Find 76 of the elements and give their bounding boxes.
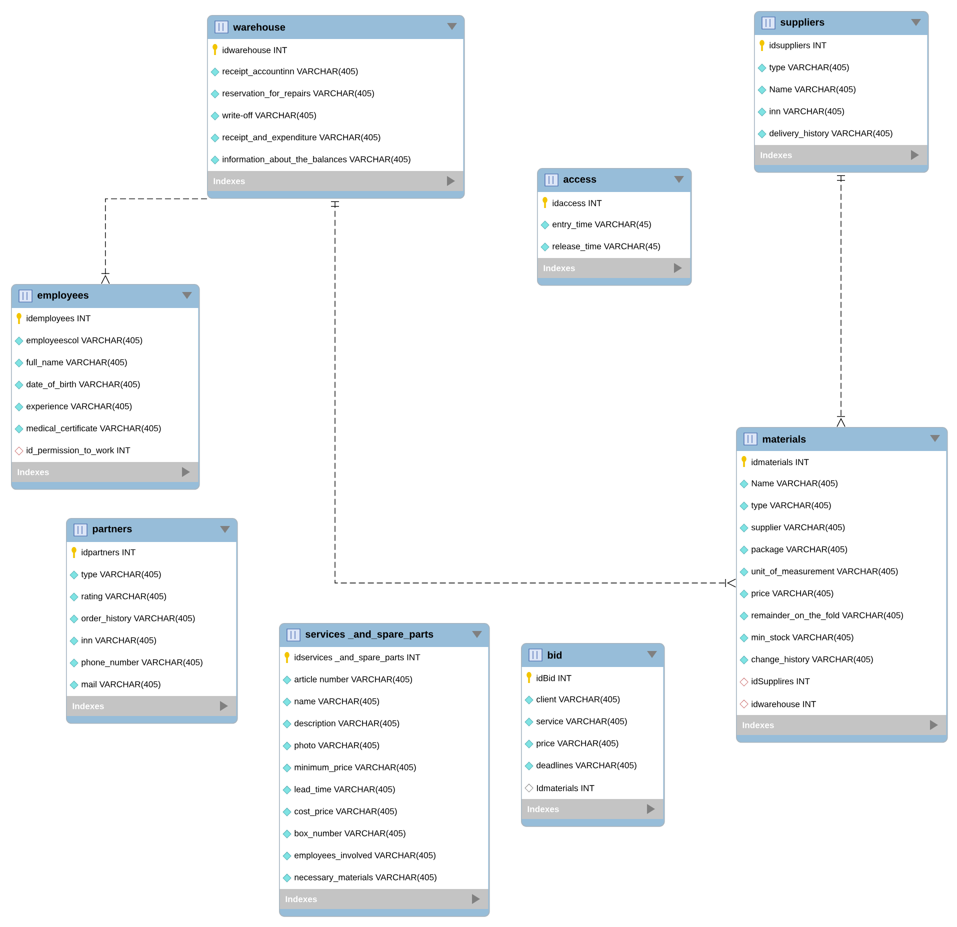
column-row: receipt_and_expenditure VARCHAR(405): [222, 134, 380, 142]
column-row: phone_number VARCHAR(405): [82, 659, 202, 668]
indexes-bar: Indexes: [754, 145, 928, 165]
column-row: package VARCHAR(405): [752, 546, 848, 554]
column-row: type VARCHAR(405): [769, 64, 849, 72]
table-title: access: [564, 177, 596, 183]
table-title: warehouse: [233, 23, 286, 31]
column-row: client VARCHAR(405): [536, 696, 620, 704]
column-row: idSupplires INT: [752, 678, 810, 686]
column-row: min_stock VARCHAR(405): [752, 634, 854, 642]
column-row: lead_time VARCHAR(405): [294, 786, 395, 794]
indexes-bar: Indexes: [12, 462, 198, 482]
column-row: box_number VARCHAR(405): [294, 830, 406, 838]
column-row: name VARCHAR(405): [294, 698, 380, 706]
indexes-bar: Indexes: [538, 258, 690, 278]
column-row: description VARCHAR(405): [294, 720, 400, 728]
relationship-line: [836, 175, 846, 428]
column-row: receipt_accountinn VARCHAR(405): [222, 68, 358, 76]
column-row: type VARCHAR(405): [81, 571, 161, 580]
indexes-bar: Indexes: [66, 696, 236, 716]
table-title: suppliers: [780, 18, 824, 28]
column-row: type VARCHAR(405): [751, 502, 831, 510]
column-row: unit_of_measurement VARCHAR(405): [752, 568, 898, 576]
column-row: deadlines VARCHAR(405): [536, 762, 636, 770]
relationship-line: [330, 201, 736, 588]
column-row: inn VARCHAR(405): [770, 108, 844, 116]
indexes-bar: Indexes: [736, 715, 946, 735]
column-row: idsuppliers INT: [770, 42, 826, 50]
column-row: Name VARCHAR(405): [770, 86, 856, 94]
column-row: employeescol VARCHAR(405): [26, 337, 142, 346]
column-row: price VARCHAR(405): [752, 590, 834, 598]
column-row: order_history VARCHAR(405): [82, 615, 195, 624]
column-row: delivery_history VARCHAR(405): [770, 130, 892, 138]
column-row: cost_price VARCHAR(405): [294, 808, 397, 816]
column-row: entry_time VARCHAR(45): [552, 221, 651, 230]
column-row: idemployees INT: [26, 315, 90, 324]
column-row: release_time VARCHAR(45): [552, 243, 660, 251]
column-row: rating VARCHAR(405): [82, 593, 166, 602]
column-row: necessary_materials VARCHAR(405): [294, 874, 436, 882]
column-row: information_about_the_balances VARCHAR(405): [222, 156, 410, 164]
column-row: idservices _and_spare_parts INT: [294, 654, 420, 662]
column-row: employees_involved VARCHAR(405): [294, 852, 436, 860]
column-row: minimum_price VARCHAR(405): [294, 764, 416, 772]
column-row: idBid INT: [536, 674, 572, 682]
column-row: service VARCHAR(405): [536, 718, 627, 726]
column-row: experience VARCHAR(405): [26, 403, 132, 412]
indexes-bar: Indexes: [280, 889, 488, 909]
column-row: Name VARCHAR(405): [752, 480, 838, 488]
column-row: inn VARCHAR(405): [82, 637, 156, 645]
column-row: photo VARCHAR(405): [294, 742, 380, 750]
column-row: remainder_on_the_fold VARCHAR(405): [752, 612, 903, 620]
column-row: article number VARCHAR(405): [294, 676, 412, 684]
column-row: id_permission_to_work INT: [26, 447, 130, 456]
column-row: medical_certificate VARCHAR(405): [26, 425, 161, 433]
column-row: reservation_for_repairs VARCHAR(405): [222, 90, 374, 98]
column-row: supplier VARCHAR(405): [751, 524, 845, 532]
indexes-bar: Indexes: [208, 171, 464, 191]
table-title: services _and_spare_parts: [306, 630, 434, 640]
table-title: employees: [38, 291, 88, 301]
column-row: idaccess INT: [552, 200, 602, 206]
column-row: idmaterials INT: [752, 458, 809, 466]
column-row: idwarehouse INT: [222, 46, 287, 54]
column-row: date_of_birth VARCHAR(405): [26, 381, 140, 389]
table-title: bid: [548, 651, 562, 659]
column-row: Idmaterials INT: [537, 784, 594, 792]
indexes-bar: Indexes: [522, 799, 664, 819]
column-row: idpartners INT: [82, 549, 136, 558]
column-row: price VARCHAR(405): [536, 740, 618, 748]
column-row: full_name VARCHAR(405): [26, 359, 127, 367]
column-row: mail VARCHAR(405): [82, 681, 160, 689]
column-row: change_history VARCHAR(405): [752, 656, 873, 664]
table-title: materials: [762, 435, 806, 443]
relationship-line: [101, 198, 208, 284]
column-row: idwarehouse INT: [752, 700, 816, 708]
table-title: partners: [92, 526, 132, 534]
column-row: write-off VARCHAR(405): [222, 112, 316, 120]
